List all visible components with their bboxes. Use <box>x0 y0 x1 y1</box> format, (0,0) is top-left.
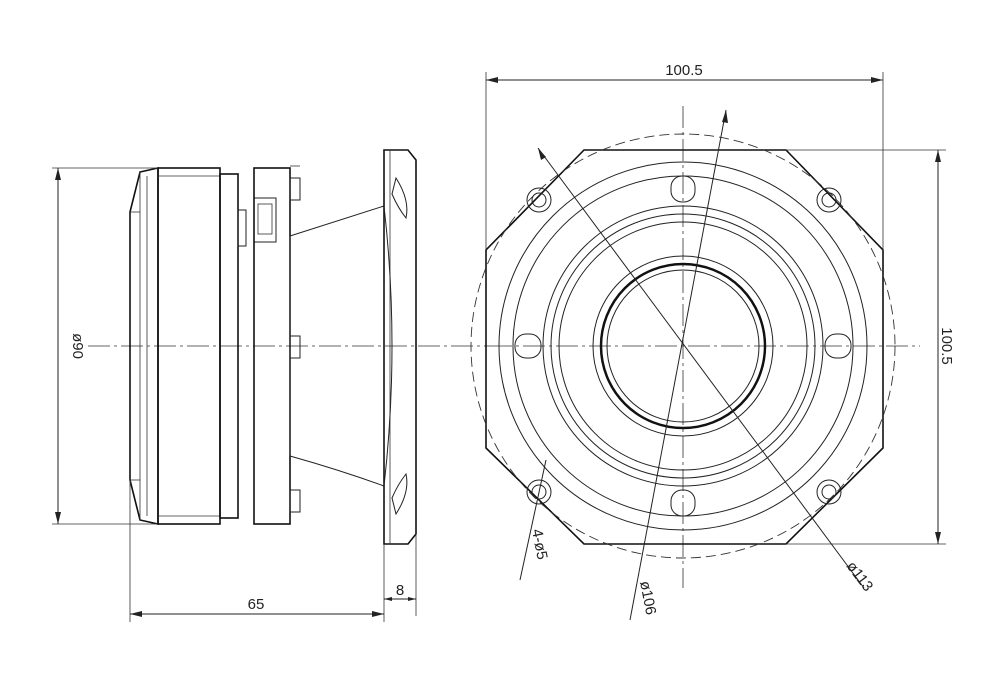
slot-top <box>670 175 696 203</box>
bolt-top <box>289 177 301 201</box>
dim-holes-label: 4-ø5 <box>528 528 551 562</box>
bolt-circle-outer <box>498 161 868 531</box>
mounting-holes <box>526 187 842 505</box>
flange-slot-bottom <box>391 472 408 516</box>
dim-flange-label: 8 <box>396 582 404 599</box>
leader-bolt-circle <box>629 109 727 621</box>
flange-inner-curve <box>383 205 393 487</box>
dim-diameter-label: ø90 <box>69 333 86 359</box>
slot-left <box>514 333 542 359</box>
flange-slot-top <box>391 176 408 220</box>
hole-bottom-right <box>816 479 842 505</box>
bolt-middle <box>289 335 301 359</box>
leader-holes <box>519 459 547 581</box>
dim-width-label: 100.5 <box>665 62 703 79</box>
dim-depth-label: 65 <box>248 596 265 613</box>
hole-top-left <box>526 187 552 213</box>
dim-outer-circle-label: ø113 <box>843 558 876 595</box>
dim-bolt-circle-label: ø106 <box>636 580 659 617</box>
ring-2 <box>550 213 816 479</box>
magnet-ring <box>219 173 239 519</box>
side-view: ø90 65 8 <box>52 149 490 622</box>
horn-upper-profile <box>289 205 385 237</box>
horn-lower-profile <box>289 455 385 487</box>
throat-inner <box>606 269 760 423</box>
terminal-block <box>253 197 277 243</box>
slot-bottom <box>670 489 696 517</box>
ring-1 <box>542 205 824 487</box>
terminal <box>237 209 247 247</box>
dim-height-label: 100.5 <box>938 327 955 365</box>
leader-outer-circle <box>537 147 865 589</box>
slot-holes <box>514 175 852 517</box>
throat-outer <box>592 255 774 437</box>
slot-right <box>824 333 852 359</box>
throat-edge <box>599 262 767 430</box>
front-view: 100.5 100.5 ø113 ø106 4-ø5 <box>470 62 955 621</box>
hole-bottom-left <box>526 479 552 505</box>
bolt-bottom <box>289 489 301 513</box>
outer-dashed-circle <box>470 133 896 559</box>
hole-top-right <box>816 187 842 213</box>
ring-3 <box>558 221 808 471</box>
